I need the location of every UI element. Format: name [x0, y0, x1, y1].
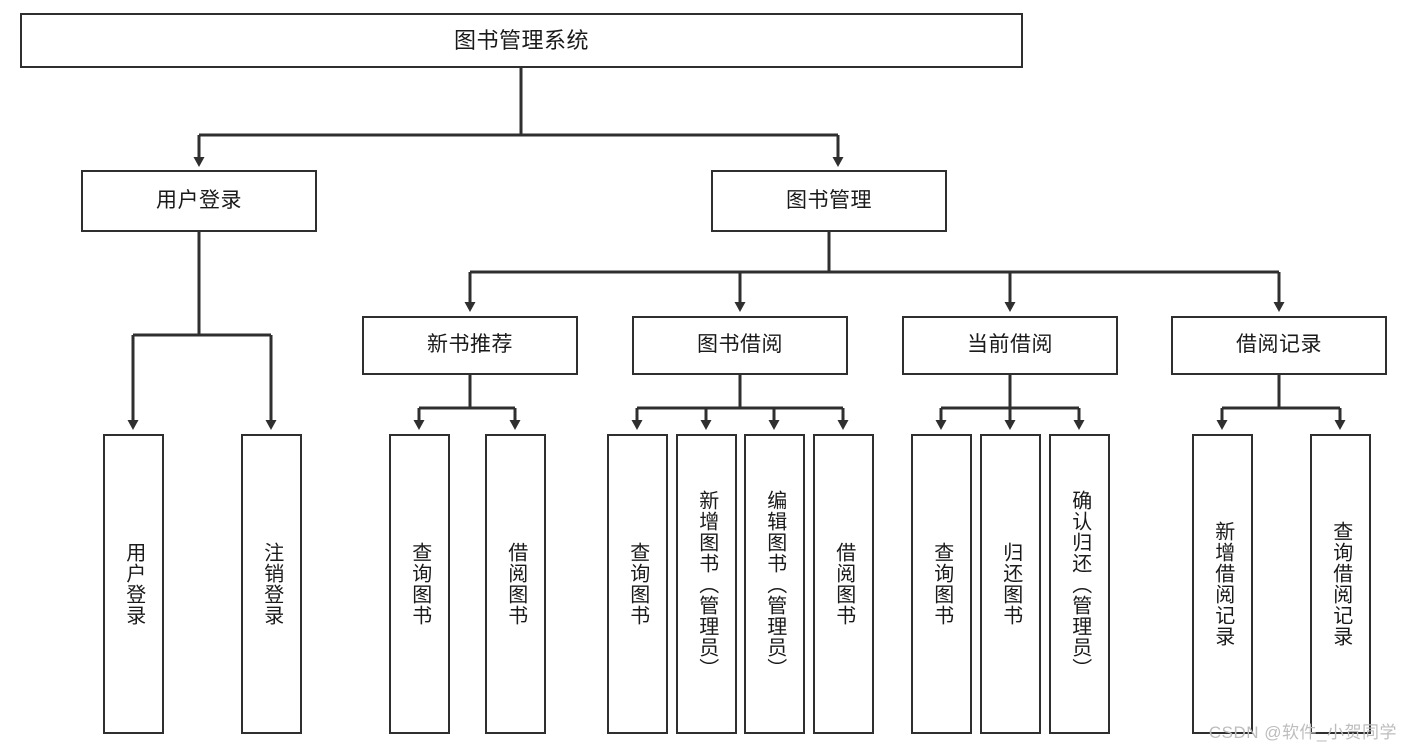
- node-label: 查询图书: [626, 542, 649, 626]
- node-label: 用户登录: [156, 188, 242, 212]
- node-user-login[interactable]: 用户登录: [81, 170, 317, 232]
- node-leaf-query-book-1[interactable]: 查询图书: [389, 434, 450, 734]
- node-label: 确认归还（管理员）: [1068, 489, 1091, 679]
- node-leaf-borrow-book-2[interactable]: 借阅图书: [813, 434, 874, 734]
- node-label: 借阅记录: [1236, 333, 1322, 357]
- watermark-csdn: CSDN @软件_小贺同学: [1208, 723, 1397, 742]
- node-leaf-add-record[interactable]: 新增借阅记录: [1192, 434, 1253, 734]
- node-label: 图书借阅: [697, 333, 783, 357]
- node-label: 查询图书: [408, 542, 431, 626]
- node-new-book-recommend[interactable]: 新书推荐: [362, 316, 578, 375]
- node-leaf-query-book-3[interactable]: 查询图书: [911, 434, 972, 734]
- node-label: 图书管理系统: [453, 27, 589, 53]
- node-current-borrow[interactable]: 当前借阅: [902, 316, 1118, 375]
- node-label: 新增借阅记录: [1211, 521, 1234, 647]
- node-book-management[interactable]: 图书管理: [711, 170, 947, 232]
- node-leaf-borrow-book-1[interactable]: 借阅图书: [485, 434, 546, 734]
- node-label: 当前借阅: [967, 333, 1053, 357]
- node-label: 新书推荐: [427, 333, 513, 357]
- node-leaf-logout-login[interactable]: 注销登录: [241, 434, 302, 734]
- node-label: 借阅图书: [832, 542, 855, 626]
- node-leaf-add-book[interactable]: 新增图书（管理员）: [676, 434, 737, 734]
- node-label: 编辑图书（管理员）: [763, 489, 786, 679]
- node-leaf-query-book-2[interactable]: 查询图书: [607, 434, 668, 734]
- node-label: 注销登录: [260, 542, 283, 626]
- node-label: 用户登录: [122, 542, 145, 626]
- node-book-borrow[interactable]: 图书借阅: [632, 316, 848, 375]
- node-leaf-user-login[interactable]: 用户登录: [103, 434, 164, 734]
- node-label: 查询图书: [930, 542, 953, 626]
- node-leaf-query-record[interactable]: 查询借阅记录: [1310, 434, 1371, 734]
- node-leaf-confirm-return[interactable]: 确认归还（管理员）: [1049, 434, 1110, 734]
- node-label: 归还图书: [999, 542, 1022, 626]
- node-borrow-record[interactable]: 借阅记录: [1171, 316, 1387, 375]
- node-label: 图书管理: [786, 188, 872, 212]
- node-leaf-return-book[interactable]: 归还图书: [980, 434, 1041, 734]
- node-label: 查询借阅记录: [1329, 521, 1352, 647]
- node-label: 新增图书（管理员）: [695, 489, 718, 679]
- node-leaf-edit-book[interactable]: 编辑图书（管理员）: [744, 434, 805, 734]
- node-root-book-management-system[interactable]: 图书管理系统: [20, 13, 1023, 68]
- node-label: 借阅图书: [504, 542, 527, 626]
